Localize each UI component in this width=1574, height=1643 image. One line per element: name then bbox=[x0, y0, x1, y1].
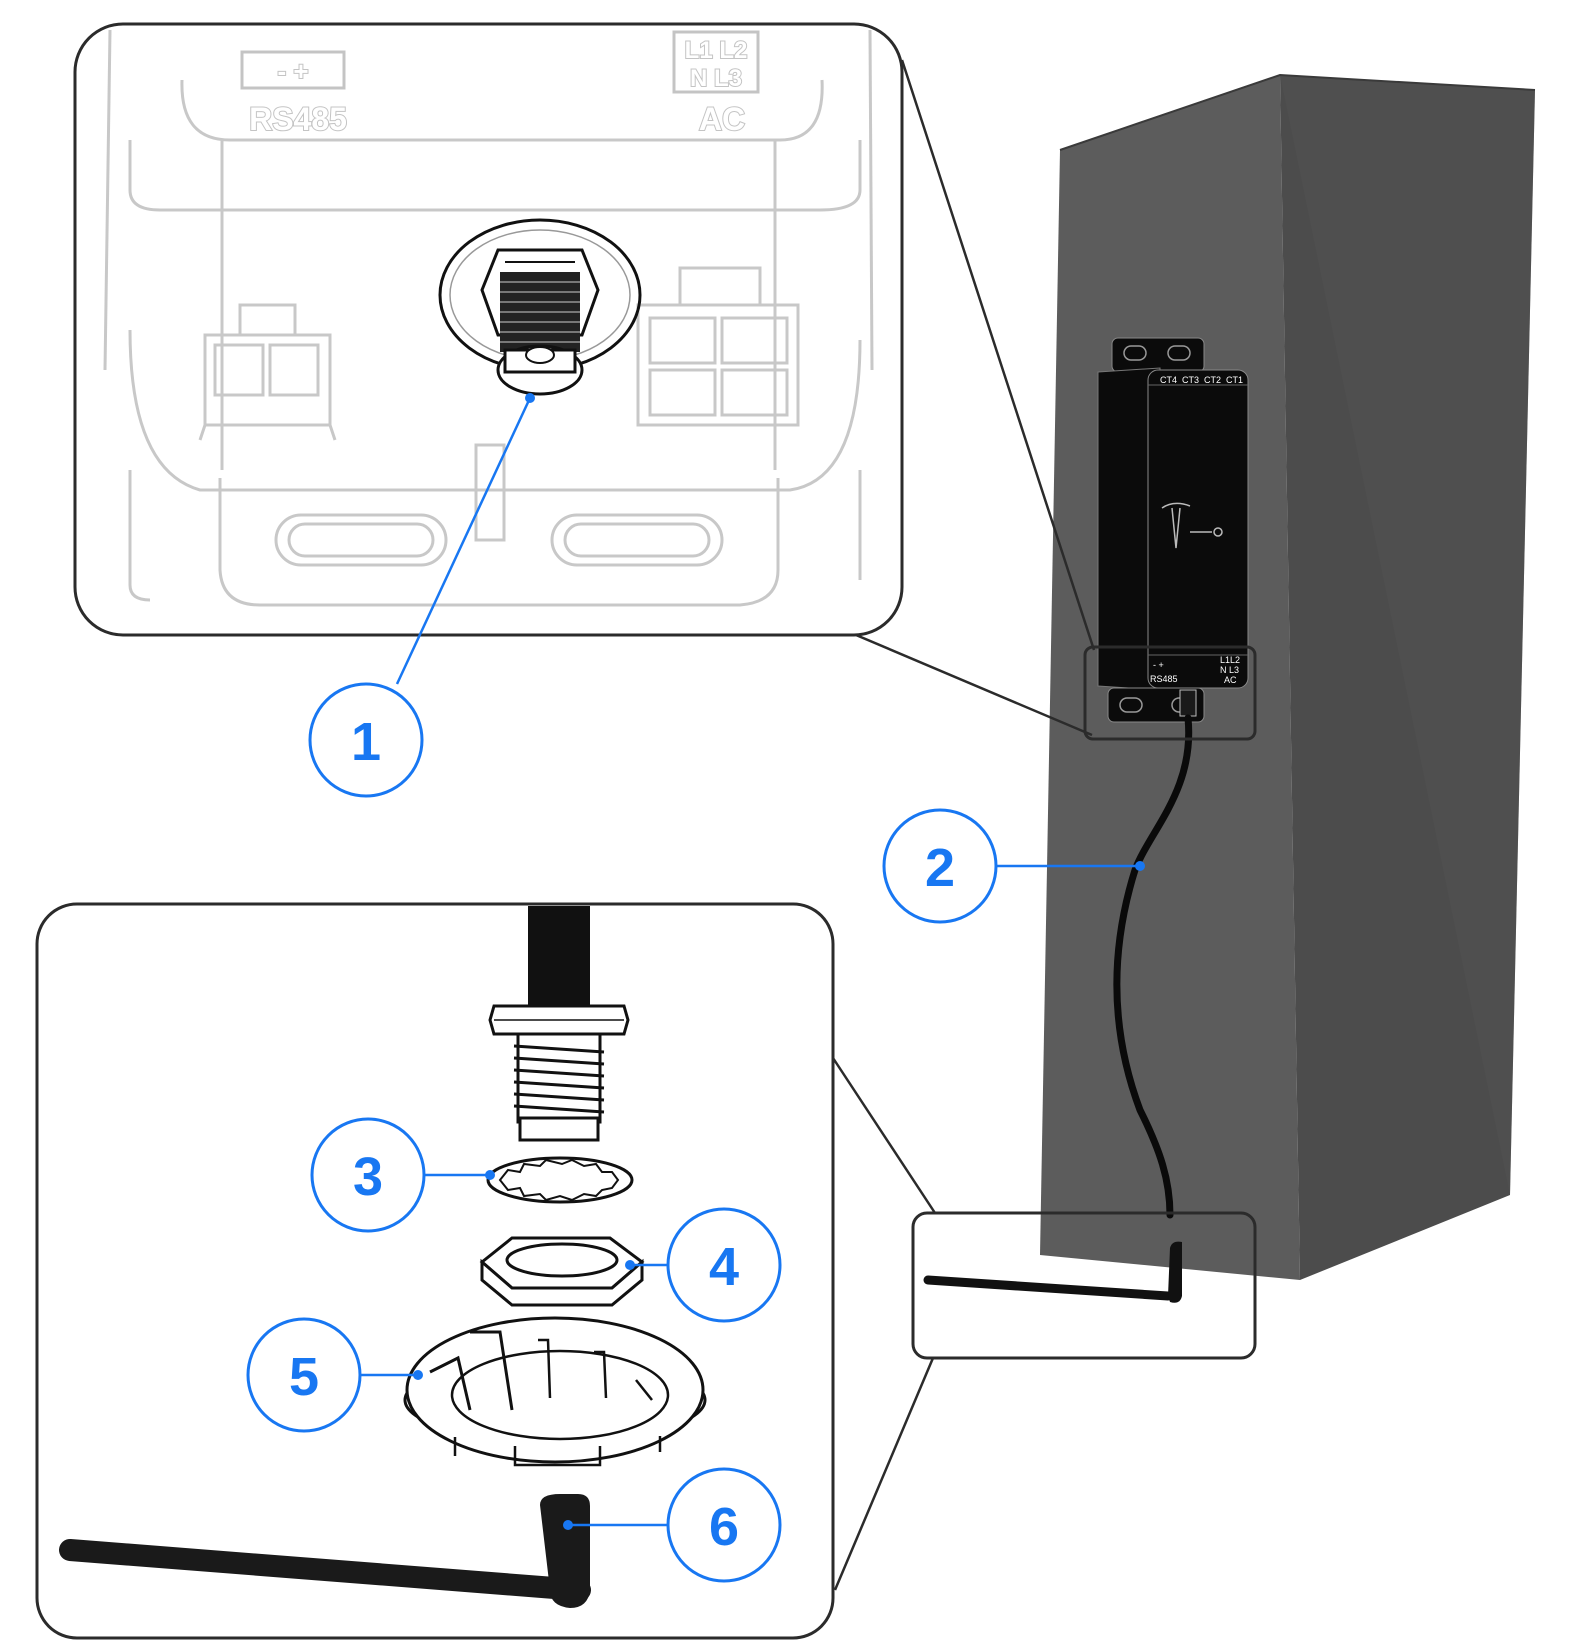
logo-mark bbox=[1161, 502, 1223, 549]
callout-2-label: 2 bbox=[925, 838, 955, 898]
callout-4: 4 bbox=[630, 1207, 782, 1323]
antenna-assembly-panel bbox=[35, 902, 835, 1640]
callout-5: 5 bbox=[246, 1317, 418, 1433]
callout-2: 2 bbox=[882, 808, 1145, 924]
device-ct4-label: CT4 bbox=[1160, 375, 1177, 385]
device-ct3-label: CT3 bbox=[1182, 375, 1199, 385]
device-ac-terminals-top: L1L2 bbox=[1220, 655, 1240, 665]
ac-label: AC bbox=[699, 101, 745, 137]
ac-terminals-top-label: L1 L2 bbox=[685, 37, 748, 64]
mounted-device: CT4 CT3 CT2 CT1 - + RS485 L1L2 N L3 AC bbox=[1097, 337, 1249, 723]
antenna-cable bbox=[1113, 714, 1193, 1219]
antenna-cable-fitting bbox=[488, 1004, 630, 1142]
device-bottom-focus-frame bbox=[1083, 645, 1257, 741]
connector-detail-panel: - + RS485 L1 L2 N L3 AC bbox=[73, 22, 904, 637]
zoom-connector-lines bbox=[831, 59, 1096, 1591]
callout-3-label: 3 bbox=[353, 1147, 383, 1207]
device-ac-terminals-bottom: N L3 bbox=[1220, 665, 1239, 675]
device-rs485-label: RS485 bbox=[1150, 674, 1178, 684]
antenna-on-wall bbox=[923, 1241, 1182, 1303]
callout-5-label: 5 bbox=[289, 1347, 319, 1407]
callout-6: 6 bbox=[568, 1467, 782, 1583]
callout-1: 1 bbox=[308, 397, 532, 798]
lock-washer bbox=[485, 1156, 634, 1204]
ac-terminals-bottom-label: N L3 bbox=[690, 65, 742, 92]
ac-connector-port bbox=[636, 266, 800, 427]
callout-3: 3 bbox=[310, 1117, 490, 1233]
rs485-connector-port bbox=[198, 303, 337, 441]
mounting-slots bbox=[274, 443, 724, 567]
callout-4-label: 4 bbox=[709, 1237, 739, 1297]
device-ct2-label: CT2 bbox=[1204, 375, 1221, 385]
callout-6-label: 6 bbox=[709, 1497, 739, 1557]
antenna-focus-frame bbox=[911, 1211, 1257, 1360]
device-rs485-polarity: - + bbox=[1153, 660, 1164, 670]
callout-1-label: 1 bbox=[351, 712, 381, 772]
antenna-port-connector bbox=[438, 218, 642, 403]
antenna-component bbox=[59, 1494, 591, 1608]
hex-nut bbox=[479, 1236, 645, 1307]
rs485-label: RS485 bbox=[249, 101, 347, 137]
grommet bbox=[403, 1316, 707, 1467]
device-ac-label: AC bbox=[1224, 675, 1237, 685]
rs485-polarity-label: - + bbox=[277, 56, 308, 86]
device-ct1-label: CT1 bbox=[1226, 375, 1243, 385]
